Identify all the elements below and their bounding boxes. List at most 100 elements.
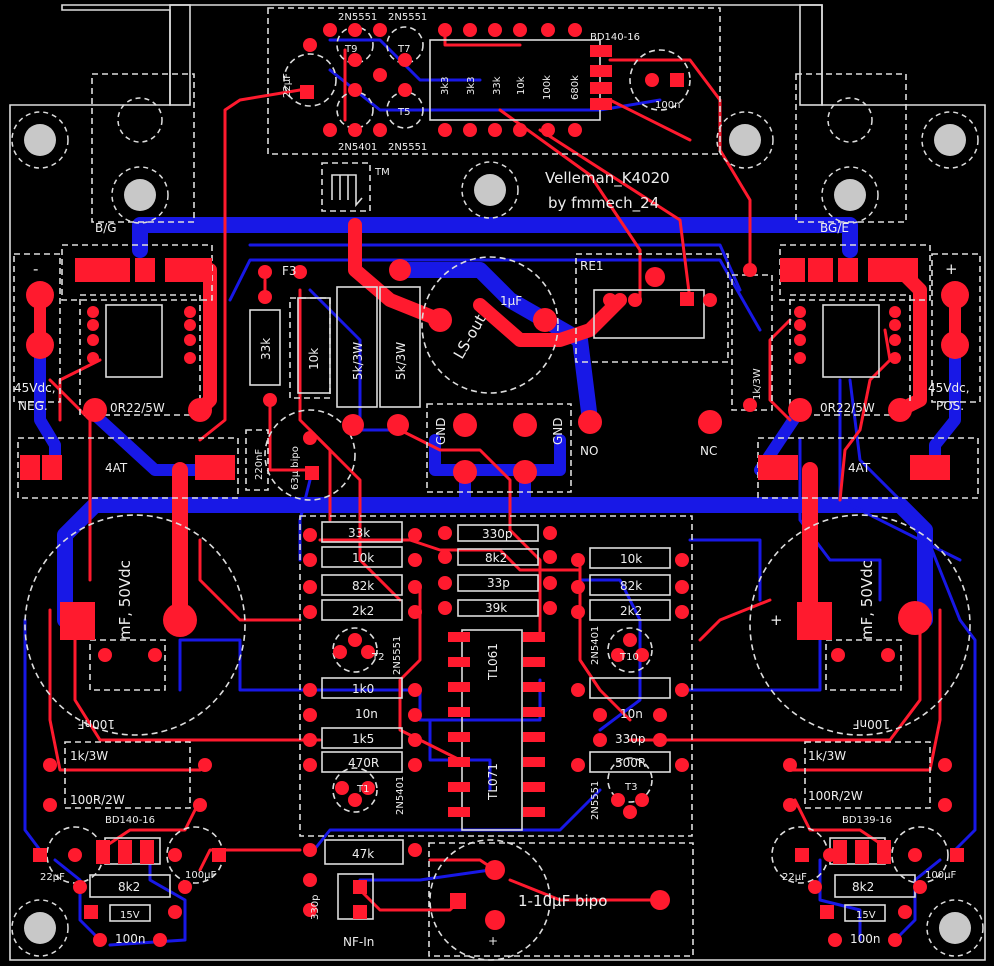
solder-pad	[153, 933, 167, 947]
solder-pad	[408, 605, 422, 619]
solder-pad	[571, 758, 585, 772]
solder-pad	[353, 905, 367, 919]
label-c10n-b: 10n	[620, 707, 643, 721]
solder-pad	[888, 933, 902, 947]
solder-pad	[168, 905, 182, 919]
solder-pad	[68, 848, 82, 862]
label-c330p-c: 330p	[482, 527, 513, 541]
solder-pad	[571, 580, 585, 594]
solder-pad	[675, 683, 689, 697]
label-plus-r: +	[770, 611, 783, 629]
solder-pad	[623, 633, 637, 647]
solder-pad	[398, 53, 412, 67]
label-r8k2-c: 8k2	[485, 551, 507, 565]
solder-pad	[184, 352, 196, 364]
solder-pad	[889, 306, 901, 318]
solder-pad	[831, 648, 845, 662]
solder-pad	[881, 648, 895, 662]
solder-pad	[303, 733, 317, 747]
solder-pad	[73, 880, 87, 894]
solder-pad	[590, 98, 612, 110]
solder-pad	[938, 758, 952, 772]
solder-pad	[571, 683, 585, 697]
solder-pad	[590, 82, 612, 94]
label-t-2n5551-m: 2N5551	[392, 636, 403, 675]
solder-pad	[523, 707, 545, 717]
solder-pad	[293, 265, 307, 279]
label-c100n-top: 100n	[655, 100, 680, 111]
label-bd139-r: BD139-16	[842, 815, 892, 826]
solder-pad	[675, 605, 689, 619]
solder-pad	[184, 334, 196, 346]
label-gnd-b: GND	[551, 417, 565, 445]
solder-pad	[703, 293, 717, 307]
label-ls-out: LS-out	[450, 311, 490, 362]
solder-pad	[448, 707, 470, 717]
label-r0r22-r: 0R22/5W	[820, 401, 875, 415]
solder-pad	[628, 293, 642, 307]
label-c22u-top: 22µF	[282, 73, 293, 98]
solder-pad	[348, 633, 362, 647]
solder-pad	[889, 334, 901, 346]
solder-pad	[908, 848, 922, 862]
solder-pad	[178, 880, 192, 894]
solder-pad	[87, 306, 99, 318]
solder-pad	[590, 45, 612, 57]
label-r1k-3w-right: 1k/3W	[752, 368, 763, 400]
label-t7: T7	[397, 44, 410, 55]
solder-pad	[193, 798, 207, 812]
solder-pad	[373, 68, 387, 82]
solder-pad	[950, 848, 964, 862]
label-c63u: 63µ bipo	[290, 446, 301, 490]
solder-pad	[523, 807, 545, 817]
label-t2n5401-b: 2N5401	[395, 776, 406, 815]
solder-pad	[408, 553, 422, 567]
label-r10k: 10k	[516, 76, 527, 95]
board-notch-left	[169, 4, 191, 106]
solder-pad	[448, 782, 470, 792]
mounting-holes	[11, 97, 984, 957]
solder-pad	[43, 758, 57, 772]
solder-pad	[795, 848, 809, 862]
solder-pad	[33, 848, 47, 862]
solder-pad	[84, 905, 98, 919]
solder-pad	[408, 528, 422, 542]
board-title: Velleman_K4020	[545, 169, 670, 188]
label-gnd-a: GND	[434, 417, 448, 445]
solder-pad	[258, 290, 272, 304]
label-neg-volt: 45Vdc,	[14, 381, 56, 395]
solder-pad	[98, 648, 112, 662]
label-c100nf-r: 100nF	[852, 717, 890, 731]
small-pads	[33, 23, 964, 947]
label-r2k2-c: 2k2	[352, 604, 374, 618]
solder-pad	[438, 576, 452, 590]
label-bg-r: BG/E	[820, 221, 849, 235]
solder-pad	[675, 553, 689, 567]
solder-pad	[348, 23, 362, 37]
label-c100u-r: 100µF	[925, 870, 956, 881]
solder-pad	[303, 873, 317, 887]
label-c100u-l: 100µF	[185, 870, 216, 881]
solder-pad	[212, 848, 226, 862]
solder-pad	[611, 793, 625, 807]
solder-pad	[198, 758, 212, 772]
solder-pad	[543, 526, 557, 540]
solder-pad	[448, 807, 470, 817]
label-fuse-l: 4AT	[105, 461, 128, 475]
label-r10k-d: 10k	[620, 552, 642, 566]
solder-pad	[783, 758, 797, 772]
label-c100n-l: 100n	[115, 932, 146, 946]
label-r3k3a: 3k3	[440, 76, 451, 95]
label-c330p-e: 330p	[310, 895, 321, 920]
solder-pad	[96, 840, 110, 864]
label-bd140: BD140-16	[590, 32, 640, 43]
solder-pad	[543, 576, 557, 590]
solder-pad	[408, 843, 422, 857]
label-nf-in: NF-In	[343, 935, 374, 949]
label-r1k5: 1k5	[352, 732, 374, 746]
label-r33k: 33k	[492, 76, 503, 95]
solder-pad	[794, 319, 806, 331]
solder-pad	[303, 431, 317, 445]
solder-pad	[828, 933, 842, 947]
